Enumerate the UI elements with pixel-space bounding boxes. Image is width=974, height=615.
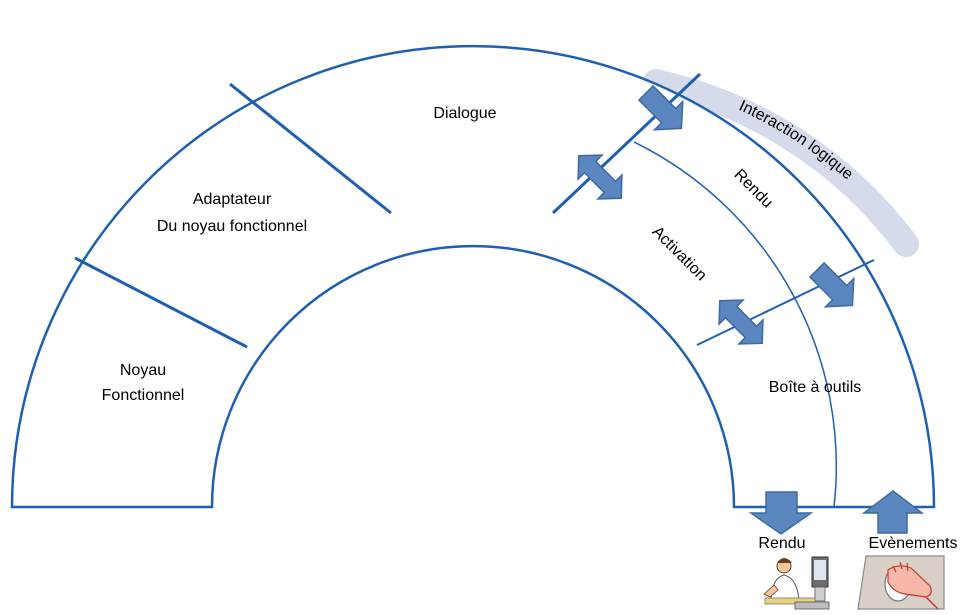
inner-divider-arc bbox=[633, 141, 838, 508]
arrow-evenements-in bbox=[861, 490, 925, 534]
arrow-rendu-to-boite bbox=[808, 261, 855, 308]
boite-label: Boîte à outils bbox=[769, 379, 862, 396]
hand-on-mouse-icon bbox=[857, 555, 945, 610]
divider-dialogue-rendu bbox=[551, 72, 702, 215]
person-at-computer-icon bbox=[763, 554, 833, 610]
adaptateur-label-2: Du noyau fonctionnel bbox=[157, 218, 307, 235]
arch-outline bbox=[10, 44, 936, 509]
divider-adaptateur-dialogue bbox=[229, 82, 392, 215]
arrow-dialogue-to-rendu bbox=[637, 84, 684, 131]
io-rendu-label: Rendu bbox=[758, 535, 805, 552]
arrow-rendu-out bbox=[748, 491, 814, 535]
divider-noyau-adaptateur bbox=[74, 256, 248, 349]
divider-boite bbox=[696, 259, 875, 346]
arrow-dialogue-activation-bidirectional bbox=[577, 154, 623, 200]
adaptateur-label-1: Adaptateur bbox=[193, 191, 272, 208]
io-evenements-label: Evènements bbox=[869, 535, 958, 552]
arrow-activation-boite-bidirectional bbox=[718, 299, 764, 345]
noyau-label-2: Fonctionnel bbox=[102, 387, 185, 404]
dialogue-label: Dialogue bbox=[433, 105, 496, 122]
interaction-logique-band bbox=[643, 69, 919, 257]
noyau-label-1: Noyau bbox=[120, 362, 166, 379]
